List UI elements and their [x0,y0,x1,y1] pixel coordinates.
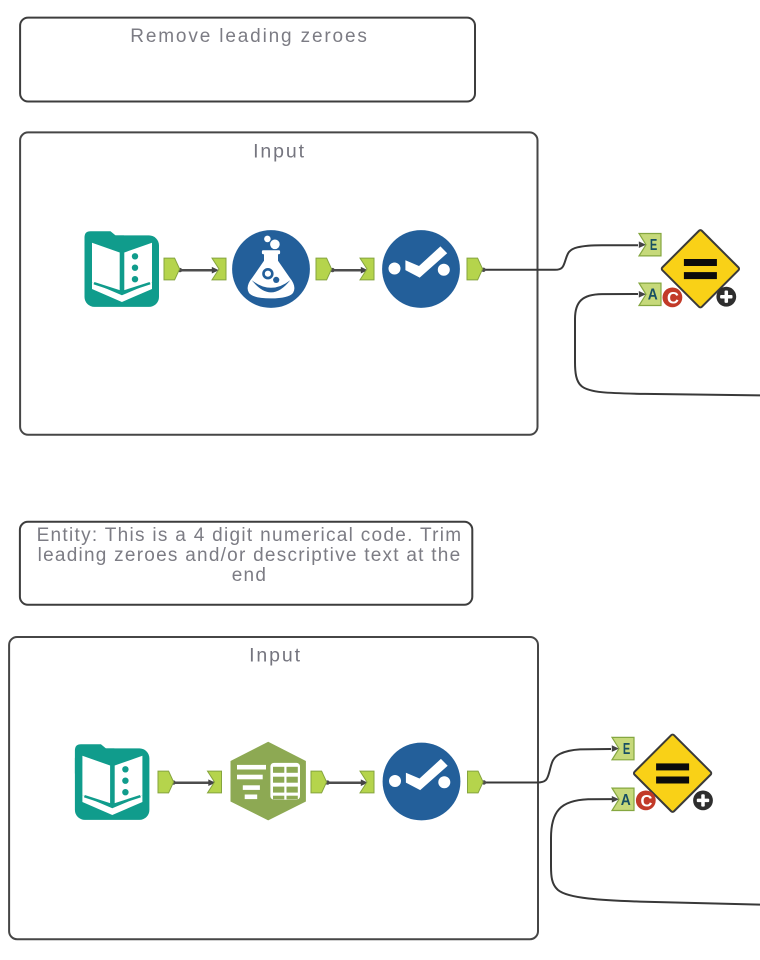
svg-text:Entity: This is a 4 digit nume: Entity: This is a 4 digit numerical code… [37,525,463,546]
svg-text:Input: Input [249,645,302,667]
svg-text:Remove leading zeroes: Remove leading zeroes [130,26,368,47]
svg-text:Input: Input [253,141,306,163]
svg-text:E: E [623,741,631,758]
svg-text:leading zeroes and/or descript: leading zeroes and/or descriptive text a… [38,545,462,566]
svg-text:E: E [650,237,658,254]
svg-text:A: A [621,792,631,809]
svg-text:A: A [648,287,658,304]
svg-text:end: end [232,565,268,586]
